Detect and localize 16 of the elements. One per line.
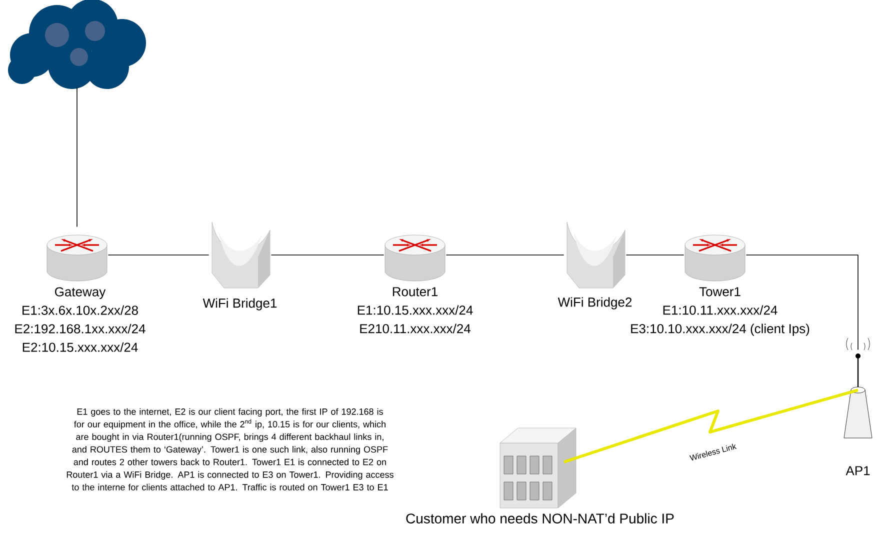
connection-line [446, 254, 564, 256]
connection-line [270, 254, 384, 256]
connection-line [108, 254, 210, 256]
note-text: E1 goes to the internet, E2 is our client facing port, the first IP of 192.168 is for our equipment in the office, while the 2$^{nd}$ ip, 10.15 is for our clients, which are bought in via Router1(running OSPF, brings 4 different backhaul links in, and ROUTES them to ‘Gateway’. Tower1 is one such link, also running OSPF and routes 2 other towers back to Router1. Tower1 E1 is connected to E2 on Router1 via a WiFi Bridge. AP1 is connected to E3 on Tower1. Providing access to the interne for clients attached to AP1. Traffic is routed on Tower1 E3 to E1 [66, 408, 394, 490]
device-label: WiFi Bridge2 [558, 297, 632, 310]
connection-line [626, 254, 684, 256]
connection-line [746, 254, 858, 350]
device-label: Router1 E1:10.15.xxx.xxx/24 E210.11.xxx.xxx/24 [358, 287, 473, 334]
device-label: WiFi Bridge1 [202, 298, 277, 310]
connection-line [76, 87, 78, 228]
cloud-icon [8, 0, 146, 89]
device-label: Tower1 E1:10.11.xxx.xxx/24 E3:10.10.xxx.xxx/24 (client Ips) [631, 287, 810, 336]
device-label: Gateway E1:3x.6x.10x.2xx/28 E2:192.168.1xx.xxx/24 E2:10.15.xxx.xxx/24 [15, 287, 146, 352]
device-label: Customer who needs NON-NAT’d Public IP [406, 513, 674, 524]
edge-label: Wireless Link [688, 442, 738, 462]
device-label: AP1 [846, 466, 870, 476]
